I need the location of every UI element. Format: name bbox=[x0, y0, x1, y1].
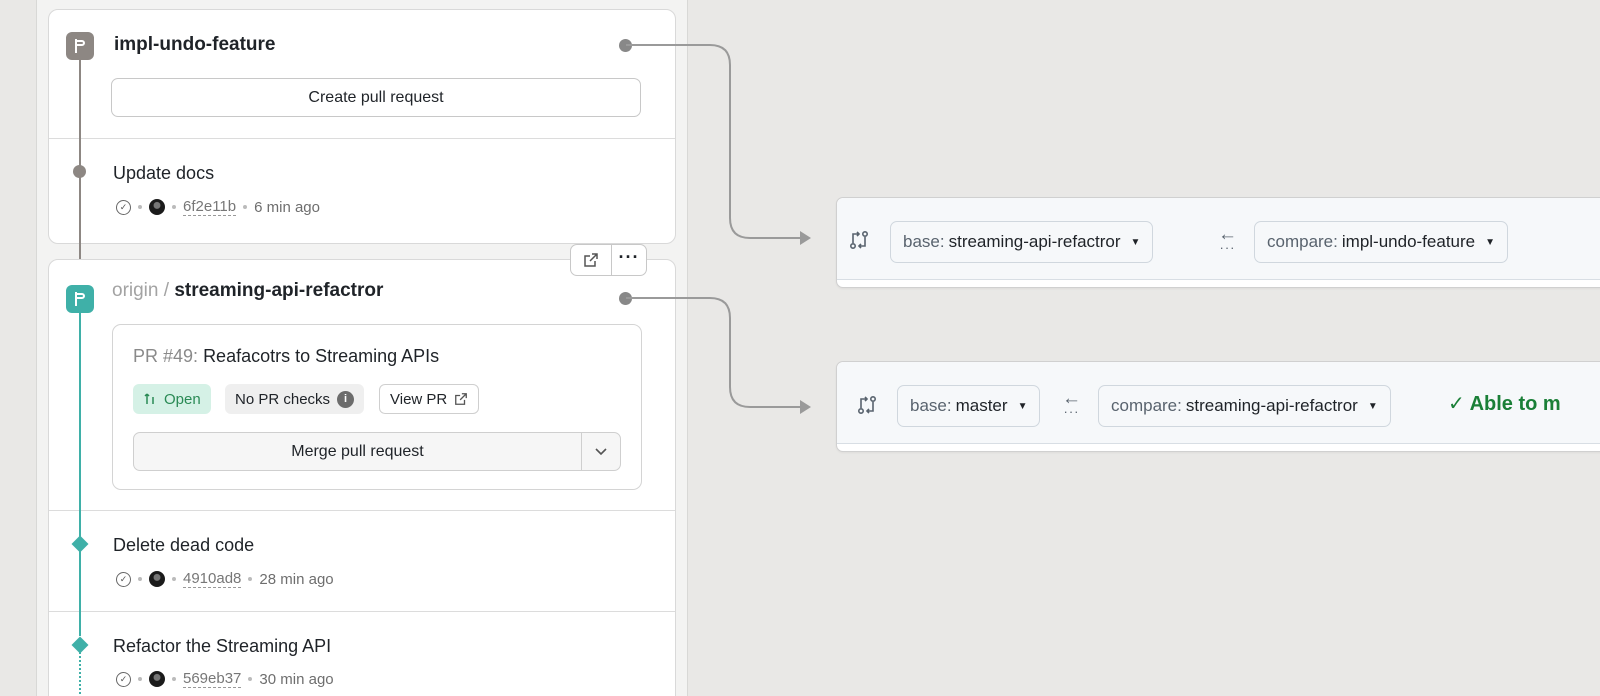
caret-down-icon: ▼ bbox=[1485, 236, 1496, 248]
merge-options-button[interactable] bbox=[582, 433, 620, 470]
branch-icon bbox=[66, 285, 94, 313]
caret-down-icon: ▼ bbox=[1367, 400, 1378, 412]
external-link-icon bbox=[455, 393, 468, 405]
separator-dot bbox=[248, 577, 253, 581]
connector-arrowhead bbox=[800, 231, 811, 245]
pr-title-text: Reafacotrs to Streaming APIs bbox=[203, 346, 440, 366]
merge-status-label: Able to m bbox=[1469, 393, 1561, 415]
separator-dot bbox=[248, 677, 253, 681]
compare-value: streaming-api-refactror bbox=[1185, 396, 1358, 415]
connector-arrowhead bbox=[800, 400, 811, 414]
check-icon: ✓ bbox=[116, 199, 131, 215]
pr-checks-badge[interactable]: No PR checks i bbox=[225, 384, 365, 414]
compare-value: impl-undo-feature bbox=[1341, 232, 1476, 251]
pr-checks-label: No PR checks bbox=[235, 390, 331, 408]
base-label: base: bbox=[910, 396, 952, 415]
pr-status-label: Open bbox=[164, 390, 201, 408]
compare-label: compare: bbox=[1267, 232, 1338, 251]
separator-dot bbox=[138, 205, 142, 209]
commit-time: 28 min ago bbox=[259, 570, 334, 588]
branch-name-text: streaming-api-refactror bbox=[174, 280, 384, 301]
branch-rail-dotted bbox=[79, 652, 81, 696]
branch-name[interactable]: impl-undo-feature bbox=[114, 34, 276, 55]
divider bbox=[49, 510, 675, 511]
compare-direction-icon: ←··· bbox=[1218, 224, 1237, 255]
more-options-button[interactable]: ··· bbox=[611, 244, 647, 276]
info-icon[interactable]: i bbox=[337, 390, 355, 408]
base-value: master bbox=[955, 396, 1008, 415]
branch-icon bbox=[66, 32, 94, 60]
connector-line bbox=[626, 44, 800, 239]
pr-number: PR #49: bbox=[133, 346, 199, 366]
pull-request-icon bbox=[144, 393, 154, 404]
compare-label: compare: bbox=[1111, 396, 1182, 415]
divider bbox=[49, 138, 675, 139]
view-pr-button[interactable]: View PR bbox=[379, 384, 480, 414]
check-icon: ✓ bbox=[116, 671, 131, 687]
commit-meta: ✓ 4910ad8 28 min ago bbox=[116, 570, 334, 588]
divider bbox=[49, 611, 675, 612]
base-label: base: bbox=[903, 232, 945, 251]
pull-request-card: PR #49: Reafacotrs to Streaming APIs Ope… bbox=[112, 324, 642, 490]
remote-separator: / bbox=[163, 280, 170, 301]
compare-branch-select[interactable]: compare: streaming-api-refactror ▼ bbox=[1098, 385, 1391, 427]
separator-dot bbox=[172, 577, 176, 581]
connector-handle[interactable] bbox=[619, 292, 632, 305]
open-external-button[interactable] bbox=[570, 244, 612, 276]
commit-dot bbox=[73, 165, 86, 178]
view-pr-label: View PR bbox=[390, 390, 448, 408]
pr-title[interactable]: PR #49: Reafacotrs to Streaming APIs bbox=[133, 346, 439, 367]
compare-branch-select[interactable]: compare: impl-undo-feature ▼ bbox=[1254, 221, 1509, 263]
connector-line bbox=[626, 297, 800, 408]
check-icon: ✓ bbox=[1448, 393, 1465, 415]
branch-rail bbox=[79, 310, 81, 636]
check-icon: ✓ bbox=[116, 571, 131, 587]
merge-pull-request-button[interactable]: Merge pull request bbox=[134, 433, 582, 470]
branch-name[interactable]: origin / streaming-api-refactror bbox=[112, 280, 383, 302]
separator-dot bbox=[138, 677, 142, 681]
chevron-down-icon bbox=[595, 447, 607, 455]
separator-dot bbox=[172, 677, 176, 681]
base-branch-select[interactable]: base: streaming-api-refactror ▼ bbox=[890, 221, 1154, 263]
merge-status: ✓ Able to m bbox=[1448, 391, 1561, 416]
connector-handle[interactable] bbox=[619, 39, 632, 52]
compare-icon bbox=[857, 395, 877, 415]
commit-sha[interactable]: 569eb37 bbox=[183, 670, 242, 688]
avatar bbox=[149, 671, 165, 687]
caret-down-icon: ▼ bbox=[1017, 400, 1028, 412]
branch-rail bbox=[79, 176, 81, 266]
branch-rail bbox=[79, 60, 81, 172]
compare-direction-icon: ←··· bbox=[1062, 388, 1081, 419]
create-pull-request-button[interactable]: Create pull request bbox=[111, 78, 641, 117]
commit-sha[interactable]: 6f2e11b bbox=[183, 198, 237, 216]
base-value: streaming-api-refactror bbox=[948, 232, 1121, 251]
commit-time: 6 min ago bbox=[254, 198, 320, 216]
commit-title[interactable]: Update docs bbox=[113, 163, 215, 183]
commit-meta: ✓ 569eb37 30 min ago bbox=[116, 670, 334, 688]
commit-time: 30 min ago bbox=[259, 670, 334, 688]
merge-split-button: Merge pull request bbox=[133, 432, 621, 471]
avatar bbox=[149, 571, 165, 587]
avatar bbox=[149, 199, 165, 215]
commit-sha[interactable]: 4910ad8 bbox=[183, 570, 242, 588]
commit-title[interactable]: Delete dead code bbox=[113, 535, 255, 555]
more-icon: ··· bbox=[618, 246, 640, 267]
remote-name: origin bbox=[112, 280, 159, 301]
separator-dot bbox=[243, 205, 248, 209]
external-link-icon bbox=[584, 253, 598, 267]
compare-icon bbox=[849, 230, 869, 250]
commit-meta: ✓ 6f2e11b 6 min ago bbox=[116, 198, 320, 216]
commit-title[interactable]: Refactor the Streaming API bbox=[113, 636, 332, 656]
base-branch-select[interactable]: base: master ▼ bbox=[897, 385, 1041, 427]
separator-dot bbox=[138, 577, 142, 581]
pr-status-badge: Open bbox=[133, 384, 211, 414]
separator-dot bbox=[172, 205, 176, 209]
caret-down-icon: ▼ bbox=[1130, 236, 1141, 248]
